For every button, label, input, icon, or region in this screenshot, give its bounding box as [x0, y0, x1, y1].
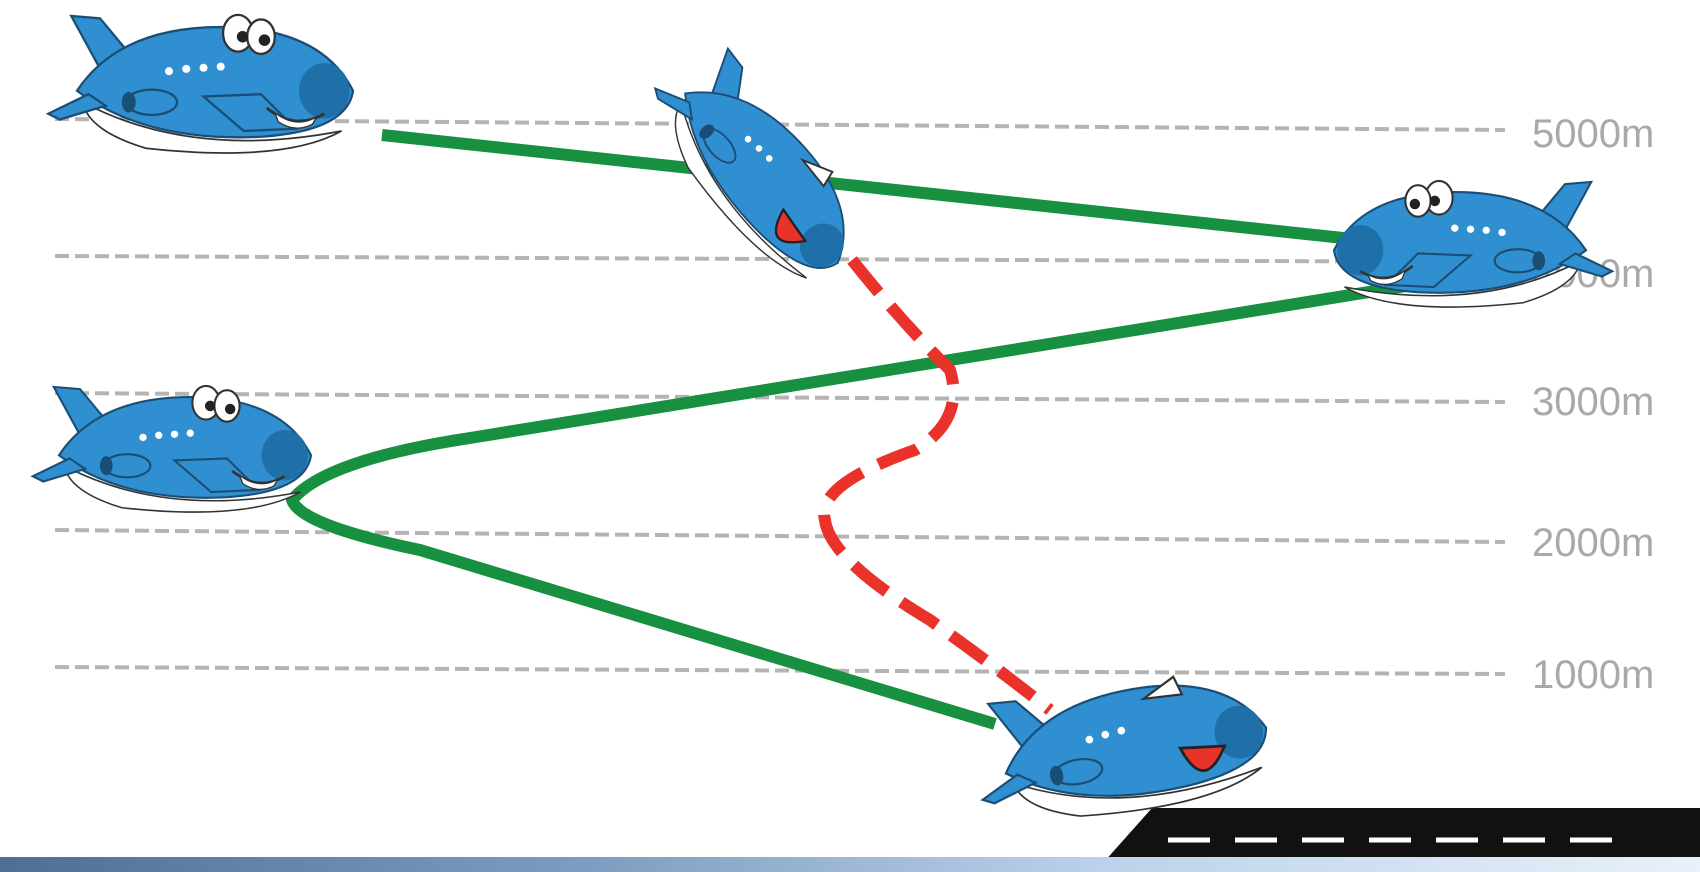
airplane-top-left-icon: [48, 15, 353, 153]
footer-gradient-bar: [0, 857, 1700, 872]
emergency-descent-path: [824, 260, 1050, 710]
airplane-left-icon: [33, 386, 311, 512]
gridline-3000m: [55, 393, 1505, 402]
altitude-label-2000m: 2000m: [1532, 521, 1654, 565]
altitude-label-1000m: 1000m: [1532, 653, 1654, 697]
altitude-labels: 5000m 4000m 3000m 2000m 1000m: [1532, 112, 1654, 697]
altitude-label-5000m: 5000m: [1532, 112, 1654, 156]
altitude-label-3000m: 3000m: [1532, 380, 1654, 424]
normal-flight-path: [292, 135, 1455, 724]
gridline-2000m: [55, 530, 1505, 542]
gridline-1000m: [55, 667, 1505, 674]
